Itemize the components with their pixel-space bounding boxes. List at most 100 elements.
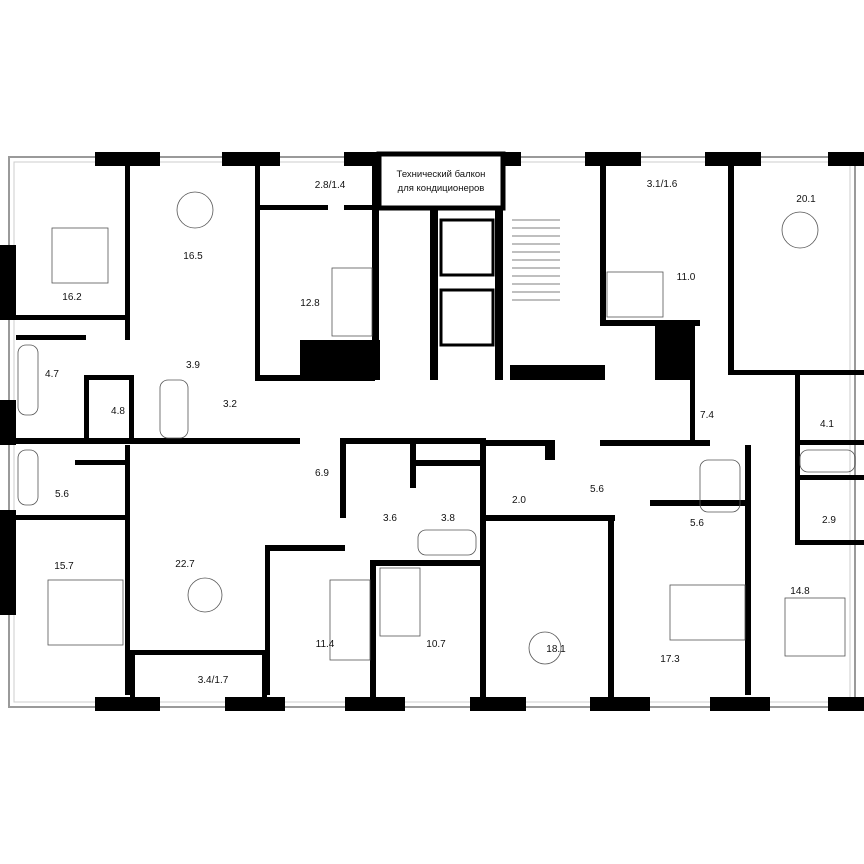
round-table bbox=[187, 577, 223, 613]
wall-segment bbox=[222, 152, 280, 166]
wall-segment bbox=[84, 375, 129, 380]
wall-segment bbox=[16, 515, 126, 520]
round-table bbox=[528, 631, 562, 665]
room-area-label: 2.0 bbox=[512, 495, 526, 506]
room-area-label: 11.4 bbox=[316, 639, 335, 650]
room-labels: 16.216.52.8/1.412.83.94.74.83.23.1/1.620… bbox=[45, 179, 836, 686]
wall-segment bbox=[705, 152, 761, 166]
bed bbox=[784, 597, 846, 657]
wall-segment bbox=[130, 650, 265, 655]
wall-segment bbox=[710, 697, 770, 711]
room-area-label: 14.8 bbox=[790, 586, 810, 597]
wall-segment bbox=[510, 365, 605, 380]
room-area-label: 4.7 bbox=[45, 369, 59, 380]
room-area-label: 17.3 bbox=[660, 654, 680, 665]
room-area-label: 16.5 bbox=[183, 251, 203, 262]
wall-segment bbox=[590, 697, 650, 711]
wall-segment bbox=[410, 438, 416, 488]
room-area-label: 4.8 bbox=[111, 406, 125, 417]
room-area-label: 3.4/1.7 bbox=[198, 675, 229, 686]
wall-segment bbox=[480, 560, 486, 700]
wall-segment bbox=[225, 697, 285, 711]
room-area-label: 15.7 bbox=[54, 561, 74, 572]
wall-segment bbox=[430, 210, 438, 380]
room-area-label: 2.8/1.4 bbox=[315, 180, 346, 191]
technical-balcony-label-line2: для кондиционеров bbox=[398, 183, 485, 194]
bathtub bbox=[17, 449, 39, 506]
bed bbox=[329, 579, 371, 661]
wall-segment bbox=[485, 440, 555, 446]
bed bbox=[51, 227, 109, 284]
wall-segment bbox=[728, 165, 734, 375]
walls bbox=[0, 152, 864, 711]
wall-segment bbox=[16, 315, 126, 320]
bathtub bbox=[799, 449, 856, 473]
wall-segment bbox=[265, 545, 270, 695]
room-area-label: 5.6 bbox=[590, 484, 604, 495]
wall-segment bbox=[828, 152, 864, 166]
wall-segment bbox=[800, 475, 864, 480]
wall-segment bbox=[345, 697, 405, 711]
wall-segment bbox=[130, 650, 135, 700]
room-area-label: 3.1/1.6 bbox=[647, 179, 678, 190]
wall-segment bbox=[75, 460, 125, 465]
bed bbox=[669, 584, 746, 641]
wall-segment bbox=[415, 460, 480, 466]
wall-segment bbox=[16, 335, 86, 340]
room-area-label: 5.6 bbox=[690, 518, 704, 529]
wall-segment bbox=[129, 375, 134, 440]
room-area-label: 11.0 bbox=[677, 272, 696, 283]
room-area-label: 2.9 bbox=[822, 515, 836, 526]
room-area-label: 18.1 bbox=[546, 644, 566, 655]
wall-segment bbox=[125, 445, 130, 695]
bathtub bbox=[699, 459, 741, 513]
wall-segment bbox=[84, 375, 89, 440]
wall-segment bbox=[340, 438, 346, 518]
wall-segment bbox=[585, 152, 641, 166]
wall-segment bbox=[344, 205, 379, 210]
room-area-label: 5.6 bbox=[55, 489, 69, 500]
wall-segment bbox=[600, 320, 700, 326]
room-area-label: 16.2 bbox=[62, 292, 82, 303]
wall-segment bbox=[125, 165, 130, 340]
wall-segment bbox=[0, 400, 16, 445]
wall-segment bbox=[95, 697, 160, 711]
room-area-label: 3.9 bbox=[186, 360, 200, 371]
wall-segment bbox=[0, 438, 300, 444]
wall-segment bbox=[495, 210, 503, 380]
wall-segment bbox=[503, 152, 521, 166]
room-area-label: 10.7 bbox=[426, 639, 446, 650]
room-area-label: 7.4 bbox=[700, 410, 714, 421]
bed bbox=[331, 267, 373, 337]
wall-segment bbox=[800, 440, 864, 445]
wall-segment bbox=[795, 540, 864, 545]
room-area-label: 3.6 bbox=[383, 513, 397, 524]
wall-segment bbox=[372, 165, 379, 380]
wall-segment bbox=[95, 152, 160, 166]
elevator-shaft bbox=[439, 218, 495, 277]
elevator-shaft bbox=[439, 288, 495, 347]
wall-segment bbox=[600, 165, 606, 325]
wall-segment bbox=[480, 438, 486, 588]
wall-segment bbox=[255, 165, 260, 375]
wall-segment bbox=[485, 515, 615, 521]
room-area-label: 20.1 bbox=[796, 194, 816, 205]
wall-segment bbox=[262, 650, 267, 700]
bathtub bbox=[159, 379, 189, 439]
wall-segment bbox=[795, 372, 800, 542]
bed bbox=[606, 271, 664, 318]
room-area-label: 22.7 bbox=[175, 559, 195, 570]
room-area-label: 3.2 bbox=[223, 399, 237, 410]
room-area-label: 6.9 bbox=[315, 468, 329, 479]
technical-balcony-box bbox=[376, 151, 506, 211]
bathtub bbox=[417, 529, 477, 556]
wall-segment bbox=[265, 545, 345, 551]
room-area-label: 3.8 bbox=[441, 513, 455, 524]
wall-segment bbox=[690, 320, 695, 440]
wall-segment bbox=[258, 205, 328, 210]
wall-segment bbox=[600, 440, 710, 446]
wall-segment bbox=[0, 245, 16, 320]
furniture bbox=[17, 191, 856, 665]
